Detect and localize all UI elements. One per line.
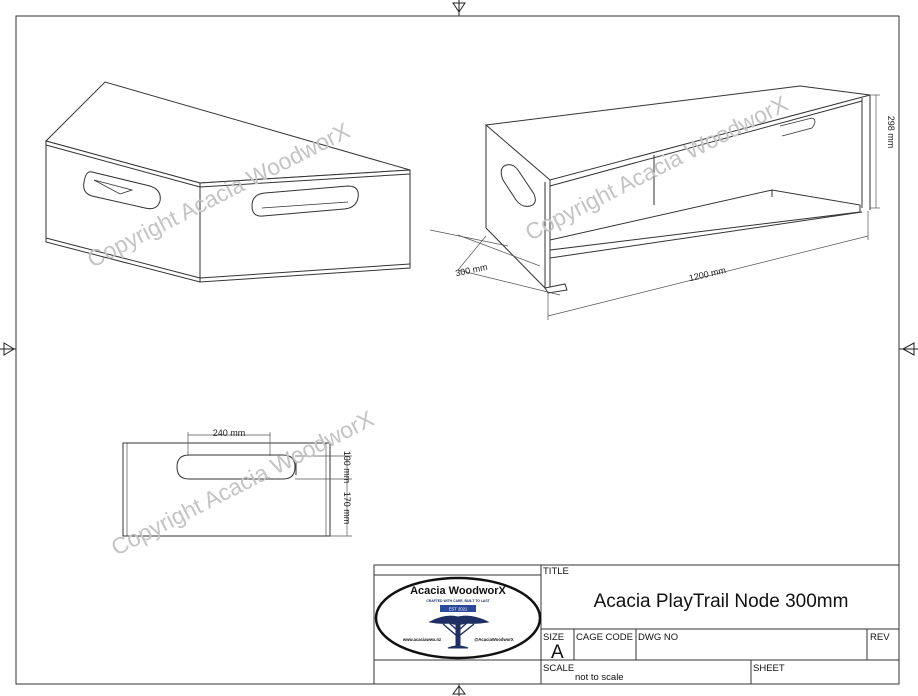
height-dim-label: 298 mm — [886, 116, 896, 149]
drawing-title: Acacia PlayTrail Node 300mm — [594, 591, 849, 612]
handle-offset-dim-label: 170 mm — [342, 492, 352, 525]
title-label: TITLE — [543, 566, 569, 577]
company-logo: Acacia WoodworX CRAFTED WITH CARE, BUILT… — [374, 576, 542, 660]
front-view — [122, 442, 331, 537]
logo-tagline: CRAFTED WITH CARE, BUILT TO LAST — [426, 599, 490, 603]
scale-value: not to scale — [575, 672, 624, 683]
logo-est-banner — [440, 605, 476, 612]
logo-website: www.acaciawwx.nz — [402, 637, 441, 642]
logo-handle: @AcaciaWoodworX — [474, 637, 514, 642]
size-label: SIZE — [543, 632, 564, 643]
scale-label: SCALE — [543, 663, 574, 674]
iso-view-right — [484, 85, 871, 294]
dimension-lines-iso-right — [429, 94, 880, 320]
handle-width-dim-label: 240 mm — [213, 428, 246, 438]
iso-view-left — [45, 81, 411, 283]
cage-code-label: CAGE CODE — [576, 632, 633, 643]
logo-est: EST 2021 — [449, 607, 468, 612]
handle-height-dim-label: 100 mm — [342, 451, 352, 484]
size-value: A — [551, 642, 564, 663]
rev-label: REV — [870, 632, 890, 643]
title-block — [373, 564, 900, 685]
length-dim-label: 1200 mm — [688, 265, 727, 283]
centering-marker-top — [452, 0, 466, 16]
acacia-tree-icon — [428, 615, 490, 649]
centering-marker-right — [899, 342, 918, 356]
logo-name: Acacia WoodworX — [410, 585, 506, 597]
centering-marker-left — [0, 342, 16, 356]
centering-marker-bottom — [452, 684, 466, 696]
dimension-lines-front — [187, 432, 352, 537]
sheet-label: SHEET — [753, 663, 785, 674]
dwg-no-label: DWG NO — [638, 632, 678, 643]
